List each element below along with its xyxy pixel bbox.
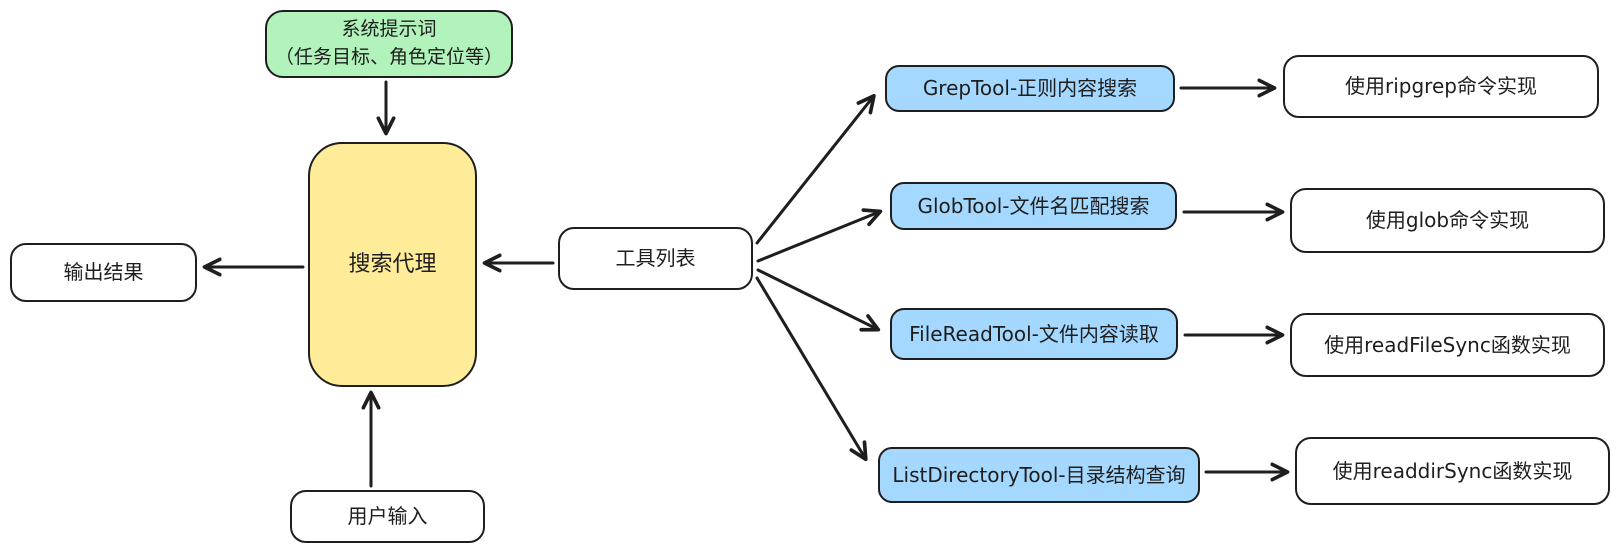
filereadtool-label: FileReadTool-文件内容读取 [909, 321, 1159, 346]
edge-tool-list-to-filereadtool [756, 268, 881, 332]
edge-tool-list-to-listdirectorytool [755, 276, 868, 462]
tool-list-label: 工具列表 [615, 246, 696, 270]
node-globtool-implementation: 使用glob命令实现 [1290, 188, 1605, 253]
node-listdirectorytool-implementation: 使用readdirSync函数实现 [1295, 437, 1610, 505]
greptool-label: GrepTool-正则内容搜索 [922, 76, 1138, 100]
filereadtool-implementation-label: 使用readFileSync函数实现 [1324, 332, 1571, 357]
search-agent-label: 搜索代理 [348, 251, 437, 277]
node-greptool-implementation: 使用ripgrep命令实现 [1283, 55, 1599, 118]
listdirectorytool-label: ListDirectoryTool-目录结构查询 [892, 462, 1186, 487]
listdirectorytool-implementation-label: 使用readdirSync函数实现 [1332, 458, 1573, 483]
node-globtool: GlobTool-文件名匹配搜索 [890, 182, 1177, 230]
edge-tool-list-to-greptool [755, 93, 876, 245]
edge-tool-list-to-globtool [756, 208, 883, 263]
node-search-agent: 搜索代理 [308, 142, 477, 387]
node-greptool: GrepTool-正则内容搜索 [885, 65, 1175, 112]
output-result-label: 输出结果 [63, 260, 144, 284]
globtool-implementation-label: 使用glob命令实现 [1365, 208, 1530, 232]
node-system-prompt: 系统提示词 （任务目标、角色定位等） [265, 10, 513, 78]
node-filereadtool: FileReadTool-文件内容读取 [890, 308, 1178, 360]
system-prompt-line2: （任务目标、角色定位等） [274, 46, 503, 68]
node-user-input: 用户输入 [290, 490, 485, 543]
node-output-result: 输出结果 [10, 243, 197, 302]
user-input-label: 用户输入 [347, 504, 428, 528]
node-filereadtool-implementation: 使用readFileSync函数实现 [1290, 313, 1605, 377]
greptool-implementation-label: 使用ripgrep命令实现 [1345, 74, 1537, 98]
globtool-label: GlobTool-文件名匹配搜索 [917, 193, 1150, 218]
node-tool-list: 工具列表 [558, 227, 753, 290]
system-prompt-line1: 系统提示词 [341, 18, 437, 41]
node-listdirectorytool: ListDirectoryTool-目录结构查询 [878, 447, 1200, 503]
